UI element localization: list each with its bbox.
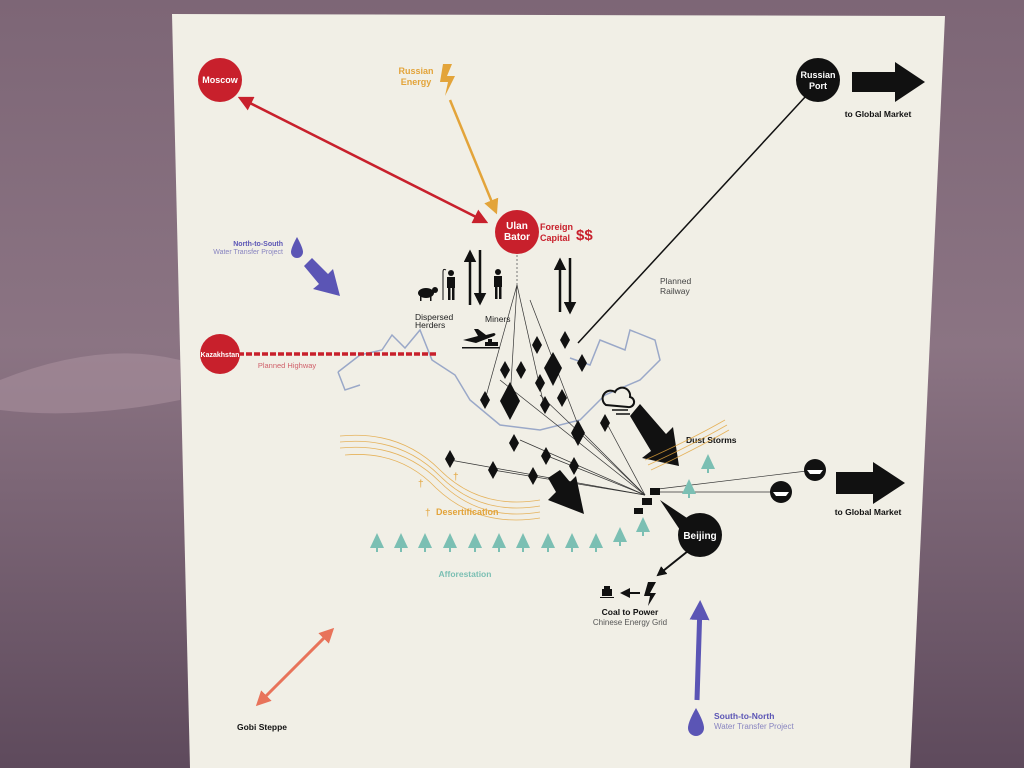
poster xyxy=(172,14,945,768)
node-kazakhstan[interactable]: Kazakhstan xyxy=(200,334,240,374)
svg-text:Desertification: Desertification xyxy=(436,507,499,517)
svg-text:to Global Market: to Global Market xyxy=(835,507,902,517)
svg-text:Moscow: Moscow xyxy=(202,75,239,85)
svg-text:North-to-South: North-to-South xyxy=(233,241,283,248)
export-arrow-right xyxy=(836,462,905,504)
ship-icon[interactable] xyxy=(770,481,792,503)
map-outline xyxy=(337,328,661,431)
sheep-icon xyxy=(418,287,438,301)
cactus-icon: † xyxy=(418,479,424,490)
airplane-icon xyxy=(462,329,500,349)
miner-icon xyxy=(494,269,502,299)
svg-text:Chinese Energy Grid: Chinese Energy Grid xyxy=(593,618,667,627)
svg-text:Coal to Power: Coal to Power xyxy=(602,607,659,617)
truck-icon xyxy=(634,488,660,514)
water-drop-icon xyxy=(291,237,303,258)
node-beijing[interactable]: Beijing xyxy=(678,513,722,557)
export-arrow-top xyxy=(852,62,925,102)
svg-text:Kazakhstan: Kazakhstan xyxy=(201,352,240,359)
cactus-icon: † xyxy=(425,508,431,519)
svg-text:Gobi Steppe: Gobi Steppe xyxy=(237,722,287,732)
cactus-icon: † xyxy=(453,472,459,483)
diamond-mine-icon xyxy=(445,331,610,485)
desert-wave-lines xyxy=(339,419,730,521)
svg-text:to Global Market: to Global Market xyxy=(845,109,912,119)
herder-icon xyxy=(442,268,455,300)
svg-text:Miners: Miners xyxy=(485,314,511,324)
flow-arrow-beijing xyxy=(548,470,584,514)
gobi-steppe-arrow xyxy=(255,627,335,707)
node-moscow[interactable]: Moscow xyxy=(198,58,242,102)
water-flow-arrow xyxy=(304,258,340,296)
svg-text:South-to-North: South-to-North xyxy=(714,711,774,721)
svg-text:Water Transfer Project: Water Transfer Project xyxy=(714,722,795,731)
svg-text:Planned Highway: Planned Highway xyxy=(258,361,317,370)
mine-network xyxy=(449,284,816,496)
water-drop-icon xyxy=(688,708,704,736)
svg-text:Water Transfer Project: Water Transfer Project xyxy=(213,249,283,256)
svg-text:Beijing: Beijing xyxy=(683,531,716,542)
lightning-icon xyxy=(440,64,455,96)
dollar-sign-icon: $$ xyxy=(576,227,593,244)
coal-cart-icon xyxy=(600,586,614,598)
moscow-link-arrow xyxy=(237,96,489,224)
svg-text:Afforestation: Afforestation xyxy=(439,569,492,579)
cloud-wind-icon xyxy=(601,386,636,415)
lightning-icon xyxy=(644,582,656,606)
ship-icon[interactable] xyxy=(804,459,826,481)
water-flow-arrow-north xyxy=(689,600,710,701)
planned-railway-line xyxy=(577,95,807,344)
